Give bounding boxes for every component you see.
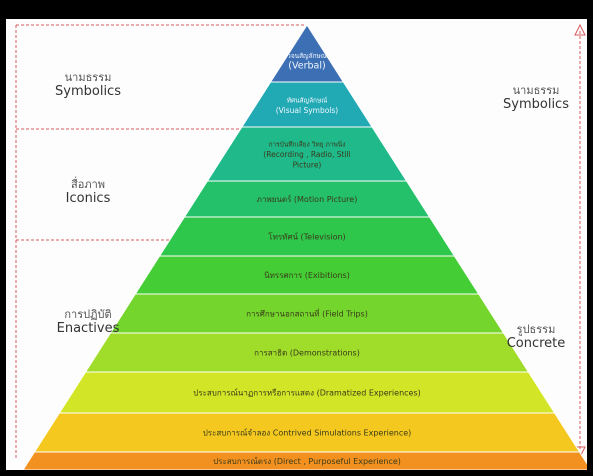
left-label-iconics-en: Iconics (65, 190, 111, 206)
pyramid-level-3-label-2: (Recording , Radio, Still (263, 150, 350, 159)
pyramid-levels: วจนสัญลักษณ์(Verbal) ทัศนสัญลักษณ์ (Visual… (22, 24, 587, 470)
left-label-enactives-en: Enactives (56, 320, 120, 336)
right-label-concrete-th: รูปธรรม (516, 323, 556, 336)
pyramid-level-3-label-3: Picture) (293, 161, 322, 170)
left-label-enactives: การปฏิบัติ Enactives (38, 308, 138, 337)
left-label-symbolics-en: Symbolics (55, 83, 121, 99)
pyramid-level-6-label-1: นิทรรศการ (Exibitions) (264, 271, 350, 280)
pyramid-level-1-label-2: (Verbal) (288, 61, 325, 72)
pyramid-level-8-label-1: การสาธิต (Demonstrations) (254, 349, 360, 358)
pyramid-level-2-label-1: ทัศนสัญลักษณ์ (287, 96, 328, 104)
right-label-symbolics: นามธรรม Symbolics (486, 84, 586, 113)
left-label-enactives-th: การปฏิบัติ (64, 308, 112, 321)
pyramid-level-1-label-1: วจนสัญลักษณ์ (287, 52, 327, 60)
pyramid-level-9-label-1: ประสบการณ์นาฏการหรือการแสดง (Dramatized … (193, 388, 421, 398)
pyramid-level-7-label-1: การศึกษานอกสถานที่ (Field Trips) (246, 308, 368, 319)
pyramid-level-11-label-1: ประสบการณ์ตรง (Direct , Purposeful Exper… (213, 456, 401, 466)
dale-cone-diagram: วจนสัญลักษณ์(Verbal) ทัศนสัญลักษณ์ (Visual… (6, 19, 587, 470)
right-label-concrete-en: Concrete (506, 335, 566, 351)
arrow-head-up-icon (574, 23, 586, 36)
right-label-concrete: รูปธรรม Concrete (486, 323, 586, 352)
pyramid-level-5-label-1: โทรทัศน์ (Television) (268, 232, 345, 242)
left-label-iconics-th: สื่อภาพ (71, 178, 105, 191)
left-label-iconics: สื่อภาพ Iconics (38, 178, 138, 207)
pyramid-level-4-label-1: ภาพยนตร์ (Motion Picture) (257, 194, 358, 204)
pyramid-level-3-label-1: การบันทึกเสียง วิทยุ ภาพนิ่ง (269, 140, 346, 149)
pyramid-level-10-label-1: ประสบการณ์จำลอง Contrived Simulations Ex… (203, 428, 412, 438)
pyramid-level-2 (240, 81, 374, 128)
pyramid-level-2-label-2: (Visual Symbols) (276, 106, 339, 115)
left-label-symbolics: นามธรรม Symbolics (38, 71, 138, 100)
right-label-symbolics-th: นามธรรม (512, 84, 560, 97)
pyramid-level-11 (22, 451, 587, 470)
left-label-symbolics-th: นามธรรม (64, 71, 112, 84)
cone-of-experience: วจนสัญลักษณ์(Verbal) ทัศนสัญลักษณ์ (Visual… (15, 23, 587, 470)
right-label-symbolics-en: Symbolics (503, 96, 569, 112)
